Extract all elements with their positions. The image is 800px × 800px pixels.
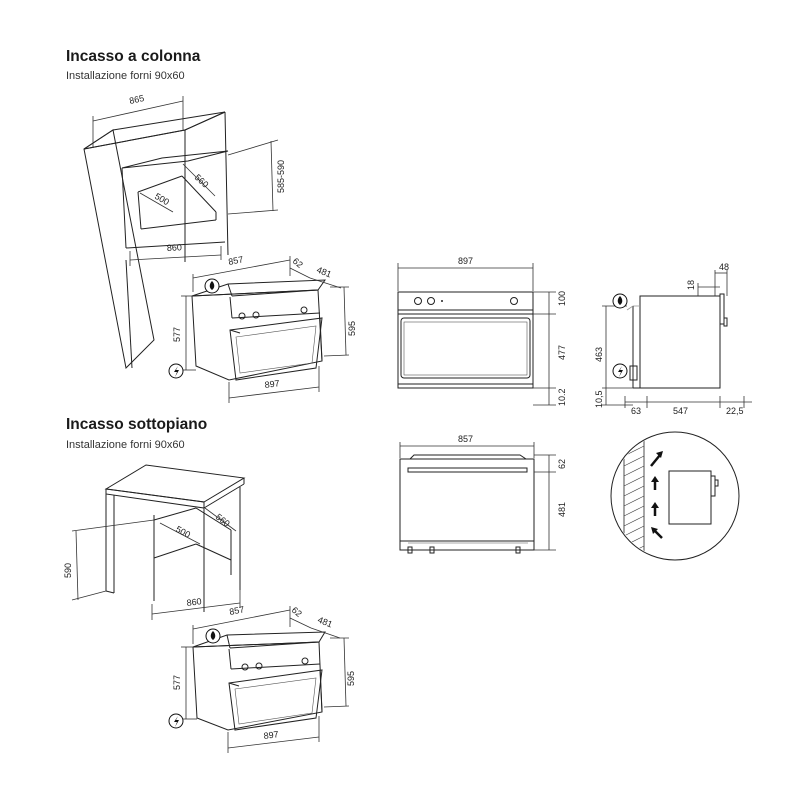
dim-side-height: 463 [594, 347, 604, 362]
dim-side-depth-body: 547 [673, 406, 688, 416]
dim-side-bottom: 10,5 [594, 390, 604, 408]
dim-oven-bottom-depth: 481 [316, 615, 334, 630]
oven-perspective-bottom [192, 631, 326, 731]
plan-view-dimensions: 857 62 481 [399, 434, 567, 551]
dim-oven-bottom-height-body: 577 [172, 675, 182, 690]
electric-plug-icon [168, 713, 184, 729]
dim-oven-bottom-height-total: 595 [346, 671, 356, 686]
gas-flame-icon [205, 628, 221, 644]
front-view-dimensions: 897 100 477 10.2 [397, 256, 567, 406]
dim-oven-top-width-front: 897 [264, 378, 280, 390]
dim-oven-top-width-depth: 857 [227, 254, 244, 267]
dim-plan-body: 481 [557, 502, 567, 517]
dim-oven-top-panel: 62 [291, 256, 305, 270]
dim-under-inner: 500 [174, 524, 192, 540]
dim-front-panel-height: 100 [557, 291, 567, 306]
dim-column-inner: 500 [153, 191, 171, 207]
oven-perspective-top [191, 279, 326, 381]
dim-front-door-height: 477 [557, 345, 567, 360]
dim-oven-bottom-panel: 62 [290, 605, 304, 619]
oven-side-view [626, 293, 728, 389]
column-dimensions: 865 585-590 560 500 860 [92, 93, 286, 266]
dim-plan-top: 62 [557, 459, 567, 469]
airflow-diagram [610, 431, 740, 561]
dim-column-width: 865 [128, 93, 145, 106]
dim-oven-top-height-total: 595 [347, 321, 357, 336]
section-subtitle-under: Installazione forni 90x60 [66, 439, 185, 451]
dim-under-width: 860 [186, 596, 202, 608]
dim-side-right-gap: 48 [719, 262, 729, 272]
dim-column-height: 585-590 [276, 160, 286, 193]
section-title-under: Incasso sottopiano [66, 416, 208, 433]
electric-plug-icon [168, 363, 184, 379]
electric-plug-icon [612, 363, 628, 379]
dim-column-depth: 560 [193, 172, 211, 190]
dim-side-depth-front: 63 [631, 406, 641, 416]
undercounter-cabinet [104, 464, 246, 612]
dim-side-depth-rear: 22,5 [726, 406, 744, 416]
oven-top-dimensions: 857 62 481 577 595 897 [172, 254, 357, 403]
side-view-dimensions: 18 48 463 10,5 63 547 22,5 [594, 262, 752, 416]
gas-flame-icon [612, 293, 628, 309]
gas-flame-icon [204, 278, 220, 294]
dim-plan-width: 857 [458, 434, 473, 444]
dim-side-top-gap: 18 [686, 280, 696, 290]
dim-front-width: 897 [458, 256, 473, 266]
section-subtitle-column: Installazione forni 90x60 [66, 70, 185, 82]
column-cabinet [83, 111, 229, 370]
oven-bottom-dimensions: 857 62 481 577 595 897 [172, 604, 356, 753]
dim-oven-bottom-width-front: 897 [263, 729, 279, 741]
section-title-column: Incasso a colonna [66, 48, 201, 65]
airflow-arrow-icon [650, 451, 663, 539]
dim-front-bottom: 10.2 [557, 388, 567, 406]
under-dimensions: 590 560 500 860 [63, 507, 241, 620]
dim-oven-top-height-body: 577 [172, 327, 182, 342]
oven-front-view [397, 291, 534, 389]
dim-oven-top-depth: 481 [315, 265, 333, 280]
oven-plan-view [399, 454, 535, 554]
dim-oven-bottom-width-depth: 857 [228, 604, 245, 617]
dim-under-height: 590 [63, 563, 73, 578]
dim-column-niche-width: 860 [167, 242, 183, 253]
